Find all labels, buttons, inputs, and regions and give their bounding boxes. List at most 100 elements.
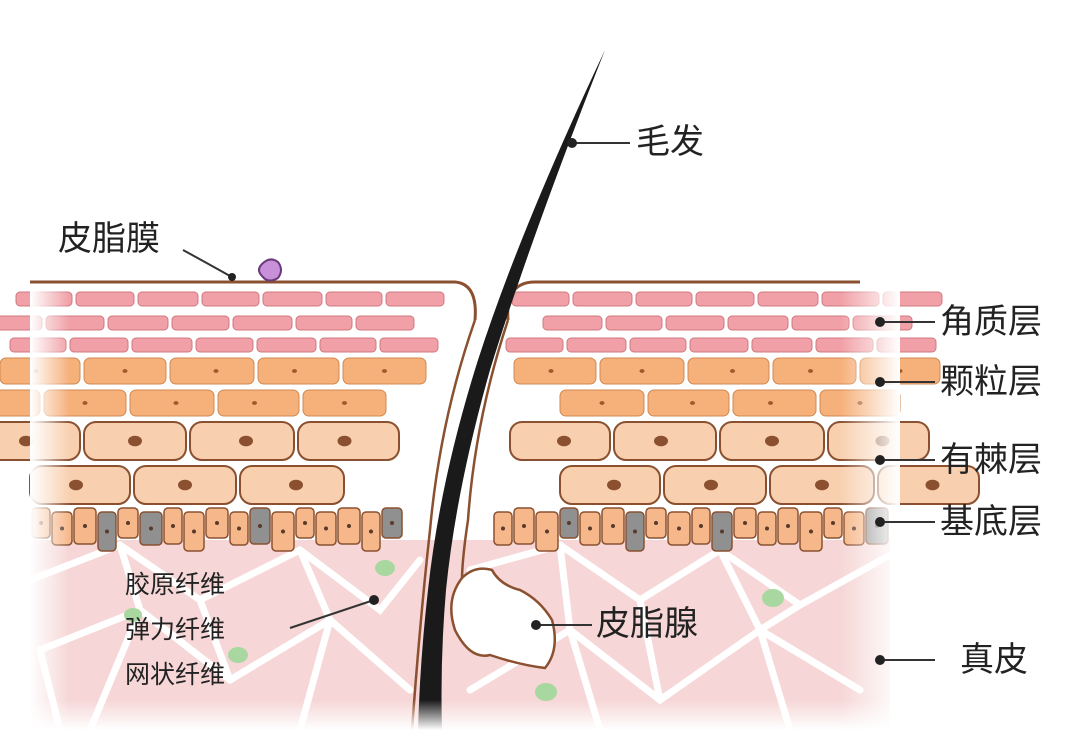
spinosum-cell-nucleus [337,435,352,447]
spinosum-cell-nucleus [69,479,83,491]
corneum-cell [379,337,439,353]
corneum-cell [566,337,627,353]
label-collagen-fiber: 胶原纤维 [125,570,226,599]
label-hair: 毛发 [636,122,704,162]
basale-cell-nucleus [809,529,813,534]
corneum-cell [542,315,603,331]
granulosum-cell [257,357,340,385]
label-stratum-spinosum: 有棘层 [940,440,1042,480]
label-dermis: 真皮 [960,640,1028,680]
basale-cell-nucleus [390,521,394,525]
spinosum-cell-nucleus [765,435,779,447]
granulosum-cell [513,357,597,385]
label-stratum-corneum: 角质层 [940,302,1042,342]
spinosum-cell-nucleus [239,435,253,447]
granulosum-cell [732,389,817,417]
sebum-particle [258,258,282,282]
corneum-cell [262,291,323,307]
corneum-cell [137,291,199,307]
corneum-cell [107,315,169,331]
corneum-cell [511,291,570,307]
label-reticular-fiber: 网状纤维 [125,660,226,689]
leader-dots [228,138,885,665]
corneum-cell [319,337,377,353]
granulosum-cell-nucleus [768,401,773,405]
label-stratum-granulosum: 颗粒层 [940,362,1042,402]
corneum-cell [605,315,663,331]
basale-cell-nucleus [171,524,175,528]
leader-lines [182,142,935,661]
corneum-cell [689,337,749,353]
basale-cell-nucleus [786,524,790,528]
label-elastic-fiber: 弹力纤维 [125,615,226,644]
granulosum-cell-nucleus [639,369,645,373]
corneum-cell [325,291,383,307]
basale-cell-nucleus [699,524,703,528]
corneum-cell [75,291,135,307]
spinosum-cell-nucleus [704,479,718,491]
fiber-dot [228,647,248,663]
corneum-cell [256,337,317,353]
spinosum-cell-nucleus [925,479,940,491]
basale-cell-nucleus [654,521,658,525]
basale-cell-nucleus [545,529,549,534]
granulosum-cell-nucleus [342,401,347,405]
basale-cell-nucleus [677,526,681,531]
basale-cell-nucleus [281,529,285,534]
corneum-cell [665,315,725,331]
corneum-cell [232,315,293,331]
granulosum-cell [129,389,215,417]
fiber-network [26,541,894,730]
basale-cell-nucleus [237,526,241,531]
granulosum-cell-nucleus [82,401,88,405]
basale-cell-nucleus [831,521,835,525]
basale-cell-nucleus [765,526,769,531]
corneum-cell [295,315,353,331]
granulosum-cell-nucleus [292,369,297,373]
fiber-dot [535,683,557,701]
follicle-wall-right [460,319,510,581]
granulosum-cell-nucleus [690,401,695,405]
spinosum-cell-nucleus [128,435,142,447]
granulosum-cell-nucleus [730,369,735,373]
spinosum-cell-nucleus [19,435,33,447]
corneum-cell [572,291,633,307]
corneum-cell [727,315,789,331]
corneum-cell [195,337,254,353]
corneum-cell [131,337,193,353]
basale-cell-nucleus [611,524,615,528]
corneum-cell [385,291,445,307]
corneum-cell [505,337,564,353]
spinosum-cell-nucleus [815,479,829,491]
corneum-cell [751,337,813,353]
spinosum-cell-nucleus [607,479,621,491]
spinosum-cell-nucleus [654,435,668,447]
basale-cell-nucleus [501,526,505,531]
granulosum-cell-nucleus [548,369,554,373]
basale-cell-nucleus [149,526,153,531]
basale-cell-nucleus [369,529,373,534]
spinosum-cell-nucleus [557,435,571,447]
basale-cell-nucleus [743,521,747,525]
basale-cell-nucleus [720,529,724,534]
granulosum-cell-nucleus [599,401,605,405]
basale-cell-nucleus [192,529,196,534]
corneum-cell [695,291,755,307]
spinosum-cell-nucleus [178,479,192,491]
granulosum-cell [647,389,730,417]
basale-cell-nucleus [126,521,130,525]
basale-cell-nucleus [303,521,307,525]
sebaceous-gland-shape [450,567,557,670]
basale-cell-nucleus [588,526,592,531]
granulosum-cell-nucleus [213,369,219,373]
basale-cell-nucleus [324,526,328,531]
fiber-dot [375,560,395,576]
granulosum-cell-nucleus [122,369,128,373]
granulosum-cell-nucleus [382,369,387,373]
corneum-cell [355,315,415,331]
basale-cell-nucleus [105,529,109,534]
corneum-cell [171,315,230,331]
basale-cell-nucleus [83,524,87,528]
corneum-cell [629,337,687,353]
